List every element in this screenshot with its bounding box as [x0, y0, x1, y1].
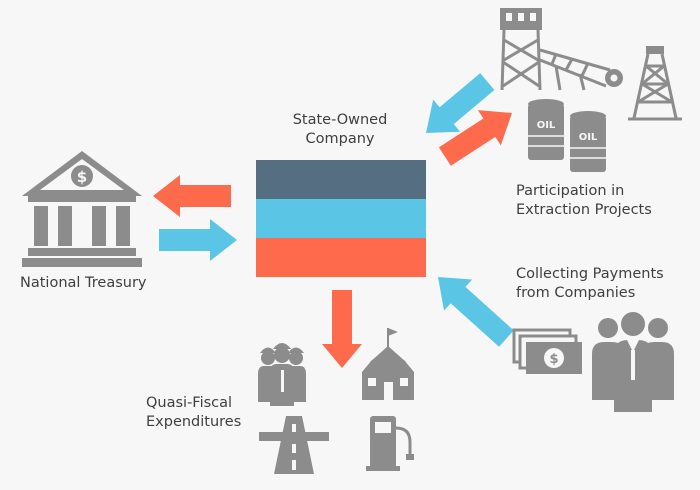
quasi-fiscal-label: Quasi-Fiscal Expenditures: [146, 395, 242, 430]
collecting-payments-label: Collecting Payments from Companies: [516, 266, 664, 301]
bank-icon: [22, 151, 142, 267]
barrel-label-left: OIL: [537, 120, 556, 131]
businesspeople-icon: [592, 312, 674, 412]
arrow-from-companies: [438, 277, 514, 347]
state-owned-company-label: State-Owned Company: [292, 112, 388, 147]
money-bills-icon: [512, 328, 582, 374]
conveyor-wheel-hub: [610, 74, 618, 82]
arrow-to-expenditures: [322, 290, 362, 368]
oil-barrels-icon: [528, 99, 606, 172]
arrow-to-extraction: [438, 110, 512, 166]
mine-conveyor-icon: [500, 8, 611, 91]
arrow-from-mine: [426, 73, 495, 133]
workers-icon: [258, 343, 306, 406]
participation-label: Participation in Extraction Projects: [516, 183, 652, 218]
bank-dollar-symbol: $: [77, 168, 87, 186]
oil-derrick-icon: [628, 46, 682, 121]
national-treasury-label: National Treasury: [20, 275, 147, 291]
block-band-middle: [256, 199, 426, 238]
money-dollar-symbol: $: [549, 352, 558, 367]
arrow-from-treasury: [159, 219, 237, 261]
block-band-top: [256, 160, 426, 199]
state-owned-company-block: [256, 160, 426, 277]
fuel-pump-icon: [366, 416, 414, 471]
block-band-bottom: [256, 238, 426, 277]
school-icon: [362, 328, 414, 400]
arrow-to-treasury: [153, 175, 231, 217]
road-icon: [259, 416, 329, 474]
barrel-label-right: OIL: [579, 132, 598, 143]
